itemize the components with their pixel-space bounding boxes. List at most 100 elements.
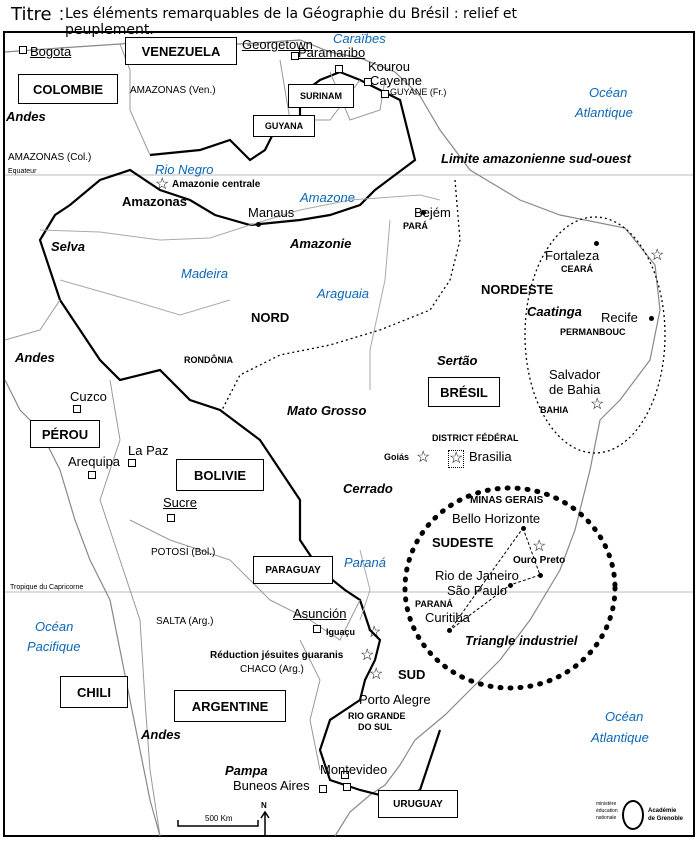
water-pacifique-b: Pacifique xyxy=(27,639,81,654)
water-madeira: Madeira xyxy=(181,266,228,281)
region-parana-state: PARANÁ xyxy=(415,599,453,609)
dot-recife xyxy=(649,316,654,321)
city-marker-buenos-aires-2 xyxy=(343,783,351,791)
city-cuzco: Cuzco xyxy=(70,389,107,404)
region-pernambouc: PERMANBOUC xyxy=(560,327,626,337)
water-atlantique-1b: Atlantique xyxy=(575,105,633,120)
water-caraibes: Caraïbes xyxy=(333,31,386,46)
region-sudeste: SUDESTE xyxy=(432,535,494,550)
country-venezuela: VENEZUELA xyxy=(125,37,237,65)
title-text: Les éléments remarquables de la Géograph… xyxy=(65,6,517,38)
region-rio-grande-2: DO SUL xyxy=(358,722,393,732)
title-colon: : xyxy=(59,4,65,24)
water-parana: Paraná xyxy=(344,555,386,570)
dot-manaus xyxy=(256,222,261,227)
region-cerrado: Cerrado xyxy=(343,481,393,496)
logo-emblem-icon xyxy=(622,800,644,830)
region-amazonas-ven: AMAZONAS (Ven.) xyxy=(130,85,216,96)
nordeste-zone xyxy=(524,216,666,454)
amazonian-limit-line xyxy=(221,179,461,411)
north-arrow xyxy=(260,810,270,835)
city-asuncion: Asunción xyxy=(293,606,347,621)
water-rio-negro: Rio Negro xyxy=(155,162,214,177)
city-sao-paulo: São Paulo xyxy=(447,583,507,598)
dot-sao-paulo xyxy=(508,583,513,588)
country-bresil: BRÉSIL xyxy=(428,377,500,407)
dot-curitiba xyxy=(447,628,452,633)
border-argentina-brazil xyxy=(299,639,321,771)
region-amazonie: Amazonie xyxy=(290,236,352,251)
city-la-paz: La Paz xyxy=(128,443,169,458)
star-fortaleza: ☆ xyxy=(650,247,665,264)
water-atlantique-2a: Océan xyxy=(605,709,644,724)
country-chili: CHILI xyxy=(60,676,128,708)
city-buenos-aires: Buneos Aires xyxy=(233,778,310,793)
star-goias: ☆ xyxy=(416,449,431,466)
river-parana xyxy=(359,549,371,621)
continent-coastline xyxy=(4,39,661,837)
region-rondonia: RONDÔNIA xyxy=(184,355,233,365)
region-ceara: CEARÁ xyxy=(561,264,594,274)
region-nordeste: NORDESTE xyxy=(481,282,554,297)
region-andes-3: Andes xyxy=(141,727,181,742)
star-sud: ☆ xyxy=(369,666,384,683)
region-mato-grosso: Mato Grosso xyxy=(287,403,367,418)
region-bahia: BAHIA xyxy=(540,405,569,415)
city-marker-montevideo xyxy=(341,771,349,779)
region-caatinga: Caatinga xyxy=(527,304,582,319)
country-perou: PÉROU xyxy=(30,420,100,448)
city-paramaribo: Paramaribo xyxy=(298,45,366,60)
region-amazonie-centrale: Amazonie centrale xyxy=(172,179,261,190)
region-limite: Limite amazonienne sud-ouest xyxy=(441,151,631,166)
region-sertao: Sertão xyxy=(437,353,478,368)
region-para: PARÁ xyxy=(403,221,428,231)
country-paraguay: PARAGUAY xyxy=(253,556,333,584)
city-cayenne: Cayenne xyxy=(370,73,423,88)
region-potosi: POTOSÍ (Bol.) xyxy=(151,547,216,558)
city-salvador: Salvador xyxy=(549,367,601,382)
city-marker-paramaribo xyxy=(335,65,343,73)
region-pampa: Pampa xyxy=(225,763,268,778)
city-marker-cayenne xyxy=(381,90,389,98)
river-araguaia xyxy=(369,219,391,390)
city-marker-georgetown xyxy=(291,52,299,60)
city-marker-la-paz xyxy=(128,459,136,467)
scale-label: 500 Km xyxy=(205,814,233,823)
star-ouro-preto: ☆ xyxy=(532,538,547,555)
region-andes-2: Andes xyxy=(15,350,55,365)
label-equateur: Equateur xyxy=(8,168,37,175)
region-rio-grande-1: RIO GRANDE xyxy=(348,711,406,721)
city-bogota: Bogota xyxy=(30,44,72,59)
country-colombie: COLOMBIE xyxy=(18,74,118,104)
city-brasilia: Brasilia xyxy=(469,449,512,464)
border-colombia-peru xyxy=(4,299,61,341)
water-pacifique-a: Océan xyxy=(35,619,74,634)
sudeste-zone xyxy=(402,485,618,691)
dot-fortaleza xyxy=(594,241,599,246)
border-peru-bolivia xyxy=(99,379,121,501)
city-fortaleza: Fortaleza xyxy=(545,248,600,263)
city-georgetown: Georgetown xyxy=(242,37,313,52)
border-chile-argentina xyxy=(99,499,161,837)
dot-rio xyxy=(538,573,543,578)
star-brasilia: ☆ xyxy=(448,450,465,468)
region-triangle: Triangle industriel xyxy=(465,633,578,648)
region-salta: SALTA (Arg.) xyxy=(156,616,214,627)
water-atlantique-1a: Océan xyxy=(589,85,628,100)
star-salvador: ☆ xyxy=(590,396,605,413)
region-selva: Selva xyxy=(51,239,85,254)
border-paraguay xyxy=(269,599,361,641)
north-label: N xyxy=(261,801,267,810)
region-minas: MINAS GERAIS xyxy=(470,495,544,506)
city-marker-cuzco xyxy=(73,405,81,413)
star-reduction-1: ☆ xyxy=(367,624,382,641)
border-bolivia-argentina xyxy=(129,519,271,601)
city-marker-arequipa xyxy=(88,471,96,479)
dot-belem xyxy=(421,210,426,215)
country-bolivie: BOLIVIE xyxy=(176,459,264,491)
region-chaco: CHACO (Arg.) xyxy=(240,664,304,675)
city-marker-buenos-aires xyxy=(319,785,327,793)
region-nord: NORD xyxy=(251,310,290,325)
city-sucre: Sucre xyxy=(163,495,197,510)
